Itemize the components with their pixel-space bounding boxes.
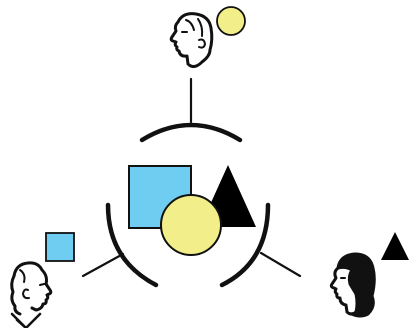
shared-pool bbox=[129, 165, 256, 255]
person-with-wavy-hair-icon bbox=[12, 263, 51, 328]
token-circle bbox=[217, 7, 245, 35]
token-square bbox=[46, 233, 74, 261]
participant-bottom-left bbox=[12, 233, 74, 328]
connector-right bbox=[261, 253, 300, 276]
connector-left bbox=[83, 254, 123, 276]
participant-top bbox=[171, 7, 245, 67]
participant-bottom-right bbox=[331, 232, 409, 316]
pool-circle bbox=[161, 195, 221, 255]
person-with-long-dark-hair-icon bbox=[331, 254, 374, 316]
person-with-short-hair-icon bbox=[171, 14, 212, 67]
ring-arc-top bbox=[142, 125, 240, 140]
token-triangle bbox=[381, 232, 409, 260]
